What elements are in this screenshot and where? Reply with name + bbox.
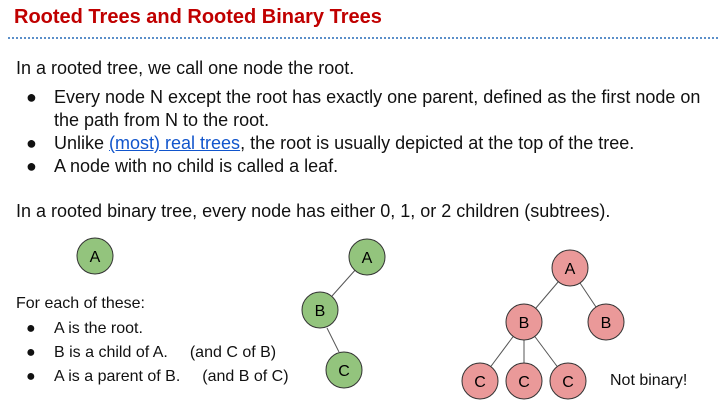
bullet-leaf-definition: ● A node with no child is called a leaf. — [24, 155, 714, 178]
example-item: ● A is the root. — [24, 317, 289, 341]
node-label-a: A — [362, 250, 373, 267]
tree-node-b — [587, 303, 625, 341]
node-label-c: C — [474, 374, 486, 391]
tree-node-a — [76, 237, 114, 275]
non-binary-tree: A B B C C C — [461, 249, 625, 400]
bullet-text: A node with no child is called a leaf. — [54, 156, 339, 176]
example-text: A is a parent of B. — [54, 368, 181, 385]
rooted-tree-bullets: ● Every node N except the root has exact… — [24, 86, 714, 178]
bullet-root-on-top: ● Unlike (most) real trees, the root is … — [24, 132, 714, 155]
bullet-text-after: , the root is usually depicted at the to… — [240, 133, 635, 153]
bullet-dot: ● — [26, 368, 36, 385]
edge-a-b — [331, 267, 358, 297]
node-label-c: C — [562, 374, 574, 391]
node-label-a: A — [90, 249, 101, 266]
rooted-tree-intro: In a rooted tree, we call one node the r… — [16, 58, 355, 78]
example-aside: (and C of B) — [189, 344, 277, 361]
node-label-b: B — [519, 315, 530, 332]
bullet-text-before: Unlike — [54, 133, 110, 153]
example-text: A is the root. — [54, 320, 143, 337]
real-trees-link[interactable]: (most) real trees — [109, 133, 241, 153]
examples-list: ● A is the root. ● B is a child of A. (an… — [24, 317, 289, 389]
tree-node-c — [461, 362, 499, 400]
slide-title: Rooted Trees and Rooted Binary Trees — [14, 6, 382, 28]
node-label-c: C — [338, 363, 350, 380]
single-node-tree: A — [76, 237, 114, 275]
node-label-c: C — [518, 374, 530, 391]
bullet-dot: ● — [26, 344, 36, 361]
tree-node-a — [348, 238, 386, 276]
example-item: ● B is a child of A. (and C of B) — [24, 341, 289, 365]
not-binary-note: Not binary! — [610, 372, 688, 389]
chain-tree: A B C — [301, 238, 386, 389]
edge-b-c — [326, 327, 340, 353]
bullet-dot: ● — [26, 156, 37, 176]
tree-node-b — [505, 303, 543, 341]
tree-node-c — [325, 351, 363, 389]
node-label-b: B — [315, 303, 326, 320]
node-label-a: A — [565, 261, 576, 278]
example-text: B is a child of A. — [54, 344, 168, 361]
bullet-parent-definition: ● Every node N except the root has exact… — [24, 86, 714, 132]
example-item: ● A is a parent of B. (and B of C) — [24, 365, 289, 389]
tree-node-c — [505, 362, 543, 400]
tree-node-c — [549, 362, 587, 400]
node-label-b: B — [601, 315, 612, 332]
bullet-dot: ● — [26, 133, 37, 153]
examples-label: For each of these: — [16, 295, 145, 312]
bullet-dot: ● — [26, 87, 37, 107]
title-divider — [8, 37, 718, 39]
binary-tree-intro: In a rooted binary tree, every node has … — [16, 201, 611, 221]
example-aside: (and B of C) — [202, 368, 289, 385]
tree-node-b — [301, 291, 339, 329]
bullet-dot: ● — [26, 320, 36, 337]
bullet-text: Every node N except the root has exactly… — [54, 87, 701, 130]
tree-node-a — [551, 249, 589, 287]
